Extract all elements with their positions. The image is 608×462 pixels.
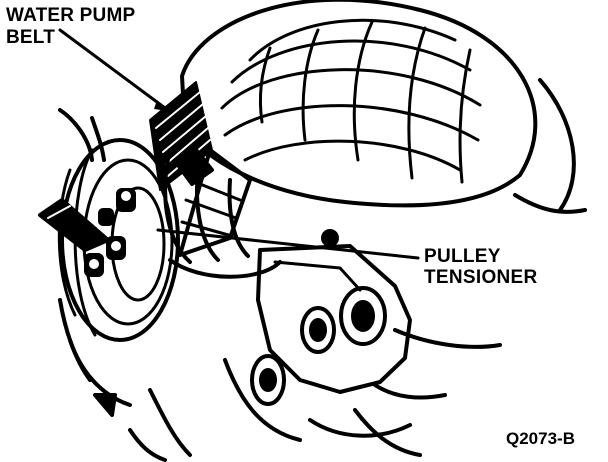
tensioner-label-line1: PULLEY: [424, 246, 501, 267]
belt-label-line2: BELT: [6, 27, 55, 48]
water-pump-belt-label: WATER PUMP BELT: [6, 6, 135, 47]
belt-label-line1: WATER PUMP: [6, 5, 136, 26]
leader-lines: [58, 28, 420, 260]
tensioner-label-line2: TENSIONER: [424, 267, 538, 288]
tensioner-bracket: [93, 229, 502, 462]
tensioner-pulley: [163, 148, 282, 279]
pulley-tensioner-label: PULLEY TENSIONER: [424, 247, 538, 287]
large-pulley: [180, 0, 587, 214]
figure-code: Q2073-B: [506, 429, 575, 448]
left-bracket: [38, 108, 132, 407]
